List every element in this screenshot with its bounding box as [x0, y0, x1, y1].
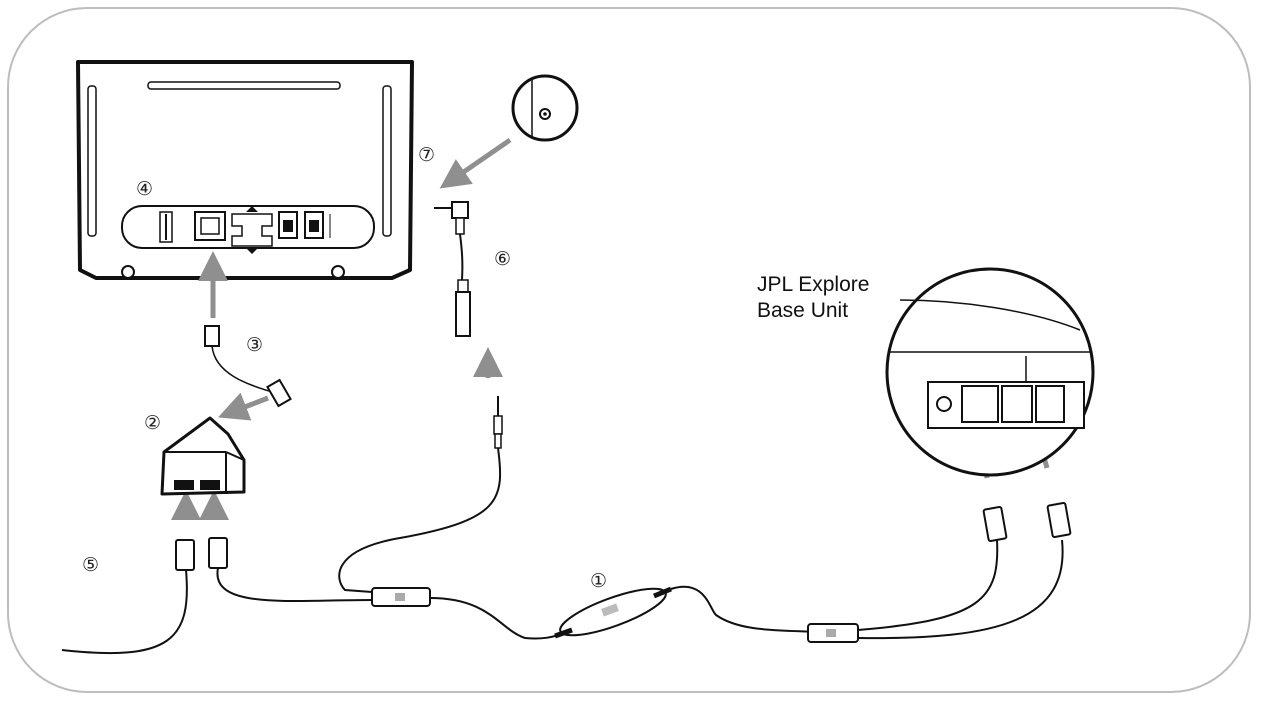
- callout-1: ①: [590, 570, 608, 592]
- callout-5: ⑤: [82, 554, 100, 576]
- arrow-into-splitter: [218, 392, 269, 421]
- callout-2: ②: [144, 412, 162, 434]
- audio-plug-cable: [338, 396, 503, 593]
- base-unit-label-line1: JPL Explore: [757, 273, 870, 296]
- base-unit-label-line2: Base Unit: [757, 299, 849, 322]
- desk-phone-back-panel: [76, 60, 414, 280]
- line-splitter: [160, 416, 246, 496]
- y-cable-assembly: [371, 539, 1064, 643]
- headset-jack-zoom: [511, 74, 579, 142]
- short-rj-cable: [204, 325, 292, 408]
- arrow-into-headset-jack: [439, 137, 512, 189]
- audio-adapter-cable: [434, 201, 471, 337]
- wall-line-cable: [61, 569, 188, 655]
- splitter-input-plugs: [61, 537, 373, 655]
- callout-6: ⑥: [494, 248, 512, 270]
- base-unit-zoom: [885, 267, 1095, 477]
- callout-4: ④: [136, 178, 154, 200]
- callout-3: ③: [246, 334, 264, 356]
- callout-7: ⑦: [418, 144, 436, 166]
- base-unit-plugs: [982, 501, 1072, 543]
- base-unit-label: JPL Explore Base Unit: [757, 272, 869, 324]
